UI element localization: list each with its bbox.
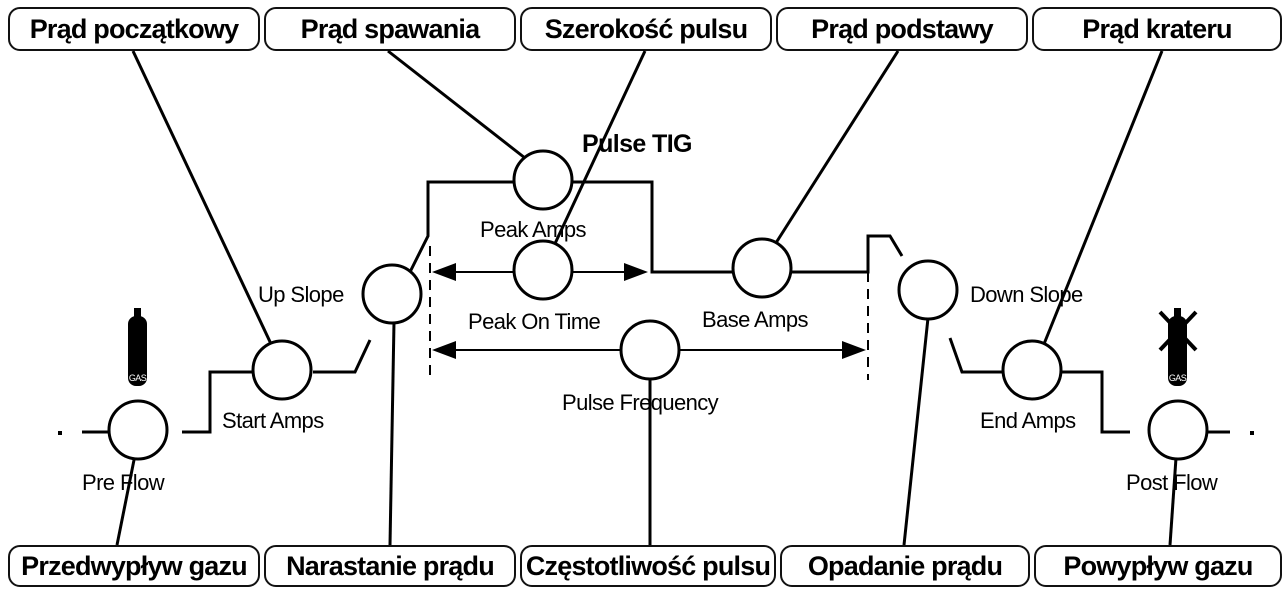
knob-label-peak-amps: Peak Amps [480, 217, 586, 242]
knob-pulse-frequency [619, 319, 681, 381]
knob-end-amps [1001, 339, 1063, 401]
arrowhead-right [842, 341, 866, 359]
leader-post-flow [1168, 457, 1178, 546]
label-pre-flow: Przedwypływ gazu [8, 545, 260, 587]
knob-pre-flow [107, 399, 169, 461]
knob-label-up-slope: Up Slope [258, 282, 344, 307]
arrowhead-right [624, 263, 648, 281]
knob-post-flow [1147, 399, 1209, 461]
leader-start-current [131, 50, 274, 347]
leader-up-slope [388, 321, 396, 546]
knob-up-slope [361, 263, 423, 325]
diagram-title: Pulse TIG [582, 130, 692, 158]
knob-peak-amps [512, 149, 574, 211]
knob-start-amps [251, 339, 313, 401]
gas-cylinder-crossed-icon: GAS [1158, 308, 1198, 386]
knob-base-amps [731, 237, 793, 299]
label-base-current: Prąd podstawy [776, 7, 1028, 51]
knob-label-pulse-frequency: Pulse Frequency [562, 390, 719, 415]
leader-lines-bottom [115, 317, 1178, 546]
knob-label-pre-flow: Pre Flow [82, 470, 165, 495]
dashed-markers [429, 246, 869, 380]
arrowhead-left [432, 263, 456, 281]
dot-right [1250, 431, 1254, 435]
leader-pulse-width [550, 50, 647, 251]
current-waveform [82, 180, 1230, 434]
knob-label-base-amps: Base Amps [702, 307, 808, 332]
knob-label-end-amps: End Amps [980, 408, 1076, 433]
leader-down-slope [902, 317, 930, 546]
label-up-slope: Narastanie prądu [264, 545, 516, 587]
knob-label-start-amps: Start Amps [222, 408, 324, 433]
knob-label-post-flow: Post Flow [1126, 470, 1218, 495]
label-post-flow: Powypływ gazu [1034, 545, 1282, 587]
label-crater-current: Prąd krateru [1032, 7, 1282, 51]
label-welding-current: Prąd spawania [264, 7, 516, 51]
leader-welding-current [387, 49, 526, 160]
label-down-slope: Opadanie prądu [780, 545, 1030, 587]
label-pulse-width: Szerokość pulsu [520, 7, 772, 51]
knob-down-slope [897, 259, 959, 321]
gas-icon-label: GAS [129, 373, 147, 383]
knob-label-peak-on-time: Peak On Time [468, 309, 601, 334]
leader-crater-current [1042, 50, 1164, 345]
gas-icon-label: GAS [1169, 373, 1187, 383]
leader-pre-flow [115, 454, 137, 546]
leader-base-current [772, 50, 900, 247]
arrowhead-left [432, 341, 456, 359]
dot-left [58, 431, 62, 435]
gas-cylinder-icon: GAS [128, 308, 147, 386]
leader-lines-top [131, 49, 1164, 347]
knob-peak-on-time [512, 239, 574, 301]
label-start-current: Prąd początkowy [8, 7, 260, 51]
knob-label-down-slope: Down Slope [970, 282, 1083, 307]
label-pulse-frequency: Częstotliwość pulsu [520, 545, 776, 587]
